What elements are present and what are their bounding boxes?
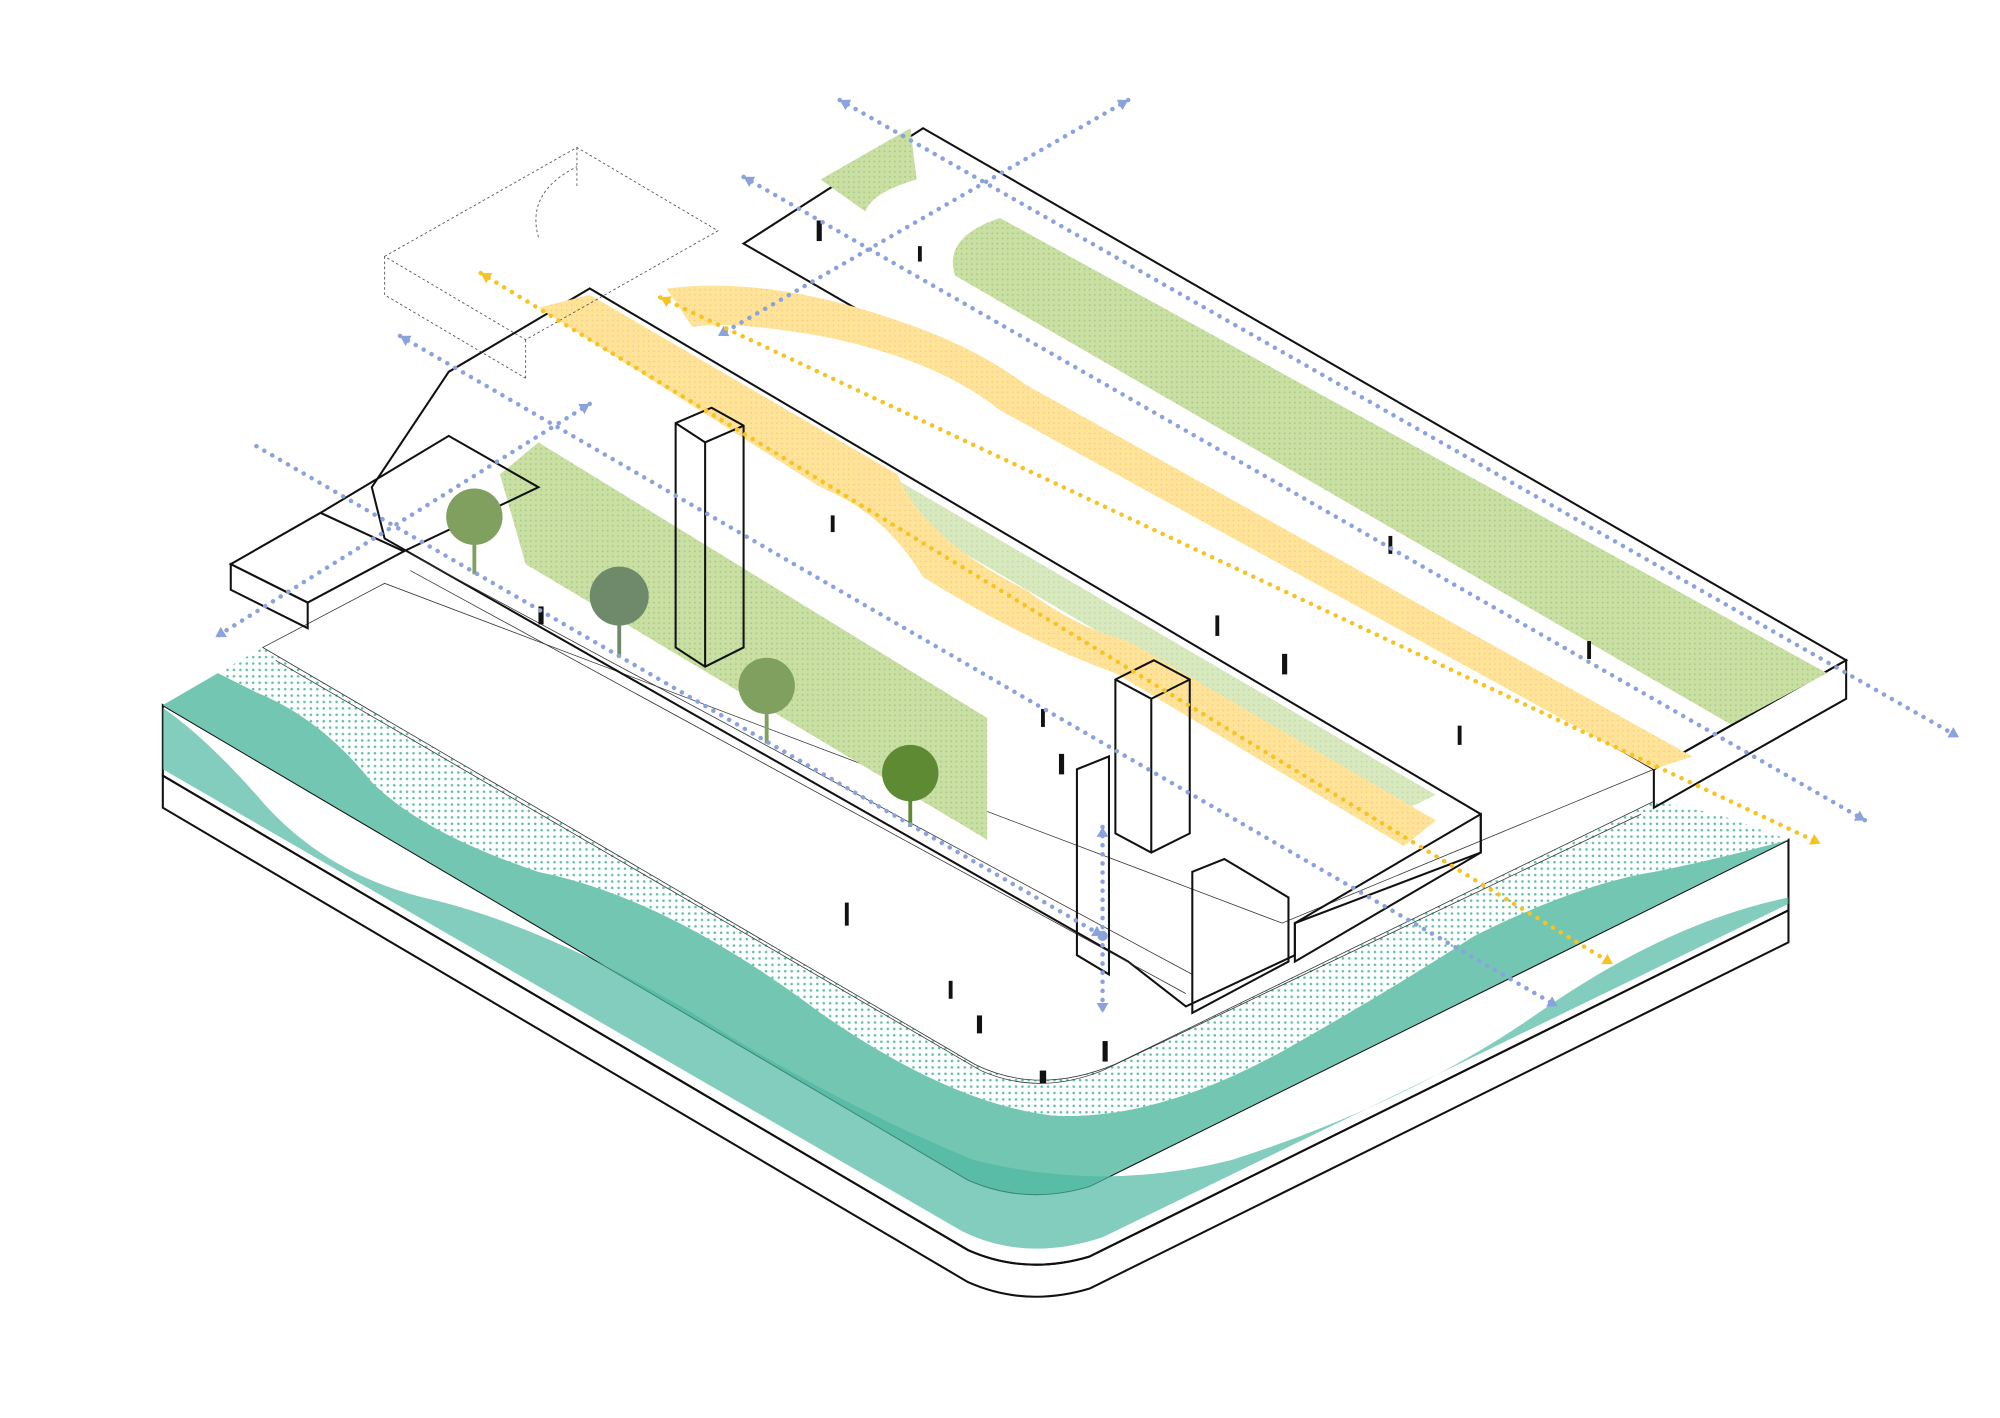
flow-arrow-icon — [741, 174, 1868, 823]
elevator-block — [1075, 754, 1110, 977]
arrowhead-icon — [1546, 996, 1558, 1007]
central-deck-side — [1293, 812, 1482, 964]
lawn-strip-right — [952, 217, 1827, 725]
arrowhead-icon — [1853, 810, 1866, 821]
flow-arrow-icon — [837, 97, 1962, 740]
arrowhead-icon — [1096, 826, 1109, 837]
arrowhead-icon — [578, 403, 590, 415]
stair-block — [1191, 857, 1290, 1015]
tree-icon — [738, 657, 795, 744]
yellow-path-band-2 — [666, 285, 1693, 770]
tree-icon — [589, 566, 649, 657]
arrowhead-icon — [215, 626, 227, 638]
flow-arrows — [213, 97, 1962, 1016]
person-icon — [538, 220, 1592, 1084]
tree-icon — [446, 488, 503, 575]
arrowhead-icon — [1601, 953, 1613, 965]
tree-icon — [882, 744, 939, 827]
tower-right — [1114, 659, 1191, 854]
yellow-path-band-1 — [538, 294, 1436, 847]
lawn-corner — [820, 128, 917, 212]
arrowhead-icon — [400, 335, 412, 347]
arrowhead-icon — [480, 273, 493, 284]
promenade-edge-line — [275, 659, 1642, 1084]
flow-node-icon — [1097, 930, 1108, 942]
flow-arrow-icon — [715, 97, 1131, 339]
arrowhead-icon — [1809, 834, 1821, 845]
flow-arrow-icon — [478, 270, 1616, 967]
shore-strip — [217, 647, 1789, 1116]
left-walkway-side — [229, 562, 309, 630]
arrowhead-icon — [743, 176, 756, 188]
flow-arrow-icon — [254, 443, 1105, 939]
tower-left — [674, 406, 745, 668]
arrowhead-icon — [1116, 99, 1129, 111]
arrowhead-icon — [1096, 1002, 1109, 1013]
flow-arrow-icon — [213, 401, 592, 640]
arrowhead-icon — [1947, 727, 1959, 738]
arrowhead-icon — [717, 325, 730, 337]
arrowhead-icon — [660, 296, 672, 308]
arrowhead-icon — [839, 99, 852, 111]
ghost-structure — [383, 146, 719, 379]
